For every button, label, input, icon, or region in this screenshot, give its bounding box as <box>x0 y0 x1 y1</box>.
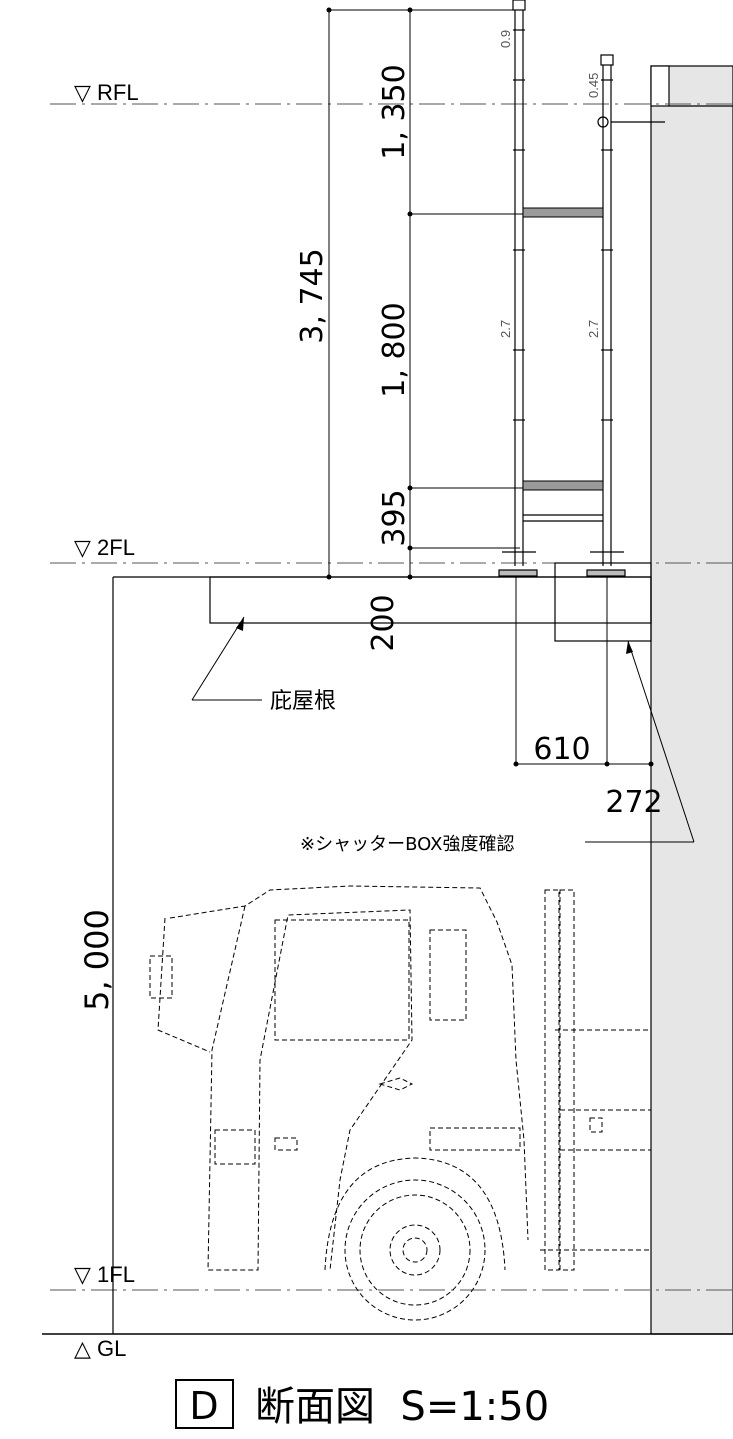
dim-rail-lower: 395 <box>377 489 412 546</box>
dim-clear-height: 5, 000 <box>78 909 116 1011</box>
dim-width-scaffold: 610 <box>533 732 590 767</box>
truck-outline <box>149 885 651 1321</box>
platform-lower <box>522 480 604 491</box>
level-2fl: ▽ 2FL <box>74 535 135 560</box>
title-text: 断面図 S=1:50 <box>255 1384 549 1430</box>
level-gl: △ GL <box>74 1336 126 1361</box>
dim-eave-depth: 200 <box>366 594 401 651</box>
label-pipe-left: 2.7 <box>498 320 513 338</box>
parapet <box>650 65 670 107</box>
note-shutter-box: ※シャッターBOX強度確認 <box>300 834 514 855</box>
scaffold <box>498 0 665 577</box>
platform-upper <box>522 207 604 218</box>
wall-section <box>650 65 733 1335</box>
label-pipe-top: 0.9 <box>498 30 513 48</box>
note-eave: 庇屋根 <box>270 689 336 714</box>
title-badge: D <box>189 1384 218 1428</box>
level-1fl: ▽ 1FL <box>74 1262 135 1287</box>
dim-total-height: 3, 745 <box>295 248 330 343</box>
label-anchor: 0.45 <box>586 73 601 98</box>
dim-width-box: 272 <box>605 785 662 820</box>
label-pipe-right: 2.7 <box>586 320 601 338</box>
dim-rail-middle: 1, 800 <box>377 302 412 397</box>
level-rfl: ▽ RFL <box>74 80 139 105</box>
eave-roof <box>209 576 652 624</box>
dim-rail-upper: 1, 350 <box>377 64 412 159</box>
title-badge-box <box>175 1379 234 1429</box>
